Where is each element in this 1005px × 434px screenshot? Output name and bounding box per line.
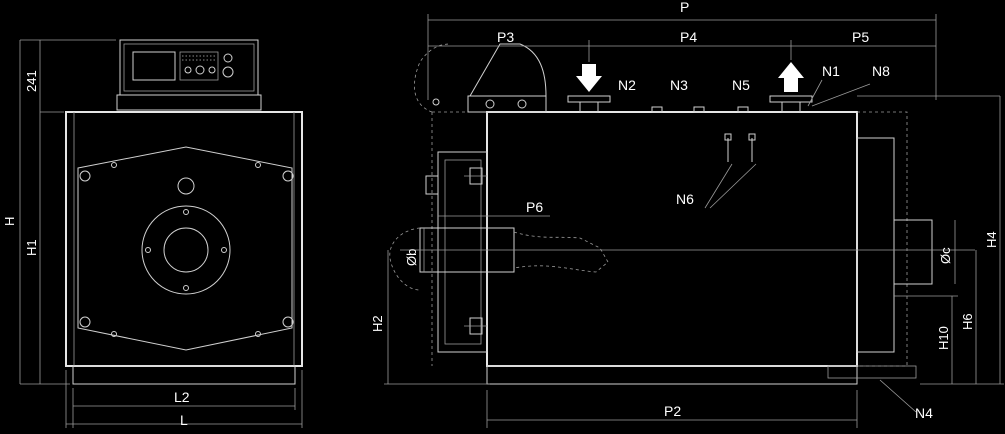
label-H1: H1 [24,239,39,256]
boiler-shell [486,111,858,367]
label-P: P [680,0,689,15]
label-N4: N4 [915,405,933,421]
label-N1: N1 [822,63,840,79]
label-H4: H4 [984,231,999,248]
label-P4: P4 [680,29,697,45]
label-N3: N3 [670,77,688,93]
front-dimensions [19,39,303,428]
label-L: L [180,412,188,428]
label-P5: P5 [852,29,869,45]
inlet-arrow-icon [576,64,602,92]
control-panel [116,39,262,111]
flue-outlet [893,219,933,285]
label-P2: P2 [664,403,681,419]
label-N5: N5 [732,77,750,93]
front-body [65,111,303,385]
label-L2: L2 [174,389,190,405]
side-view [384,14,1004,428]
front-view [19,39,303,428]
front-door [437,151,488,353]
label-Oc: Øc [938,247,953,264]
label-H: H [2,217,17,226]
label-Ob: Øb [404,249,419,266]
dimension-labels: P P3 P4 P5 P6 P2 N2 N3 N5 N1 N8 N6 N4 L2… [2,0,999,428]
outlet-arrow-icon [778,62,804,92]
label-P3: P3 [497,29,514,45]
label-N8: N8 [872,63,890,79]
label-241: 241 [24,70,39,92]
label-H2: H2 [370,315,385,332]
label-P6: P6 [526,199,543,215]
label-H6: H6 [960,313,975,330]
label-N2: N2 [618,77,636,93]
drain-pipe [827,365,917,379]
label-H10: H10 [936,326,951,350]
label-N6: N6 [676,191,694,207]
hinge-cover [469,43,547,97]
